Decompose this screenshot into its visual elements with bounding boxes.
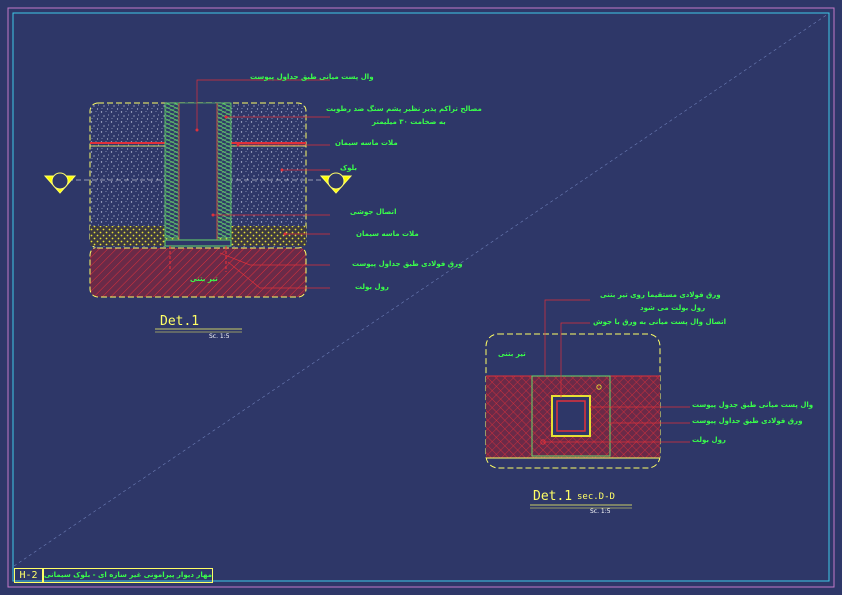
detail1-concrete-beam [89, 246, 307, 298]
detail2-drawing [485, 299, 690, 509]
label-stud-2: وال پست میانی طبق جدول پیوست [692, 401, 814, 409]
label-insulation-1: مصالح تراکم پذیر نظیر پشم سنگ ضد رطوبت [326, 105, 482, 113]
label-beam-2: تیر بتنی [498, 350, 526, 358]
sheet-title: مهار دیوار پیرامونی غیر سازه ای - بلوک س… [43, 568, 213, 583]
detail1-steel-plate [164, 239, 232, 247]
detail2-title: Det.1 [533, 489, 573, 504]
label-plate: ورق فولادی طبق جداول پیوست [352, 260, 463, 268]
detail1-insulation-right [216, 102, 232, 239]
section-marker-right: D [332, 176, 340, 185]
label-rawl-bolt: رول بولت [355, 283, 389, 291]
section-marker-left: D [56, 176, 64, 185]
outer-border [7, 7, 835, 588]
label-plate-2: ورق فولادی طبق جداول پیوست [692, 417, 803, 425]
detail2-scale: Sc. 1:5 [590, 508, 611, 515]
label-rawl-bolt-2: رول بولت [692, 436, 726, 444]
label-insulation-2: به ضخامت ۳۰ میلیمتر [372, 118, 446, 126]
label-weld: اتصال جوشی [350, 208, 397, 216]
label-plate-direct-1: ورق فولادی مستقیما روی تیر بتنی [600, 291, 721, 299]
detail1-insulation-left [164, 102, 180, 239]
detail2-section: sec.D-D [577, 492, 615, 502]
detail1-drawing [43, 79, 353, 333]
label-mortar-bottom: ملات ماسه سیمان [356, 230, 419, 238]
detail1-scale: Sc. 1:5 [209, 333, 230, 340]
diagonal-line [13, 13, 829, 567]
sheet-code: H-2 [14, 568, 43, 583]
detail2-bolt-top [596, 384, 602, 390]
label-stud: وال پست میانی طبق جداول پیوست [250, 73, 374, 81]
label-stud-weld: اتصال وال پست میانی به ورق با جوش [593, 318, 727, 326]
label-mortar-top: ملات ماسه سیمان [335, 139, 398, 147]
label-block: بلوک [340, 164, 358, 172]
detail1-title: Det.1 [160, 314, 200, 329]
label-beam: تیر بتنی [190, 275, 218, 283]
label-plate-direct-2: رول بولت می شود [640, 304, 706, 312]
inner-border [12, 12, 830, 582]
